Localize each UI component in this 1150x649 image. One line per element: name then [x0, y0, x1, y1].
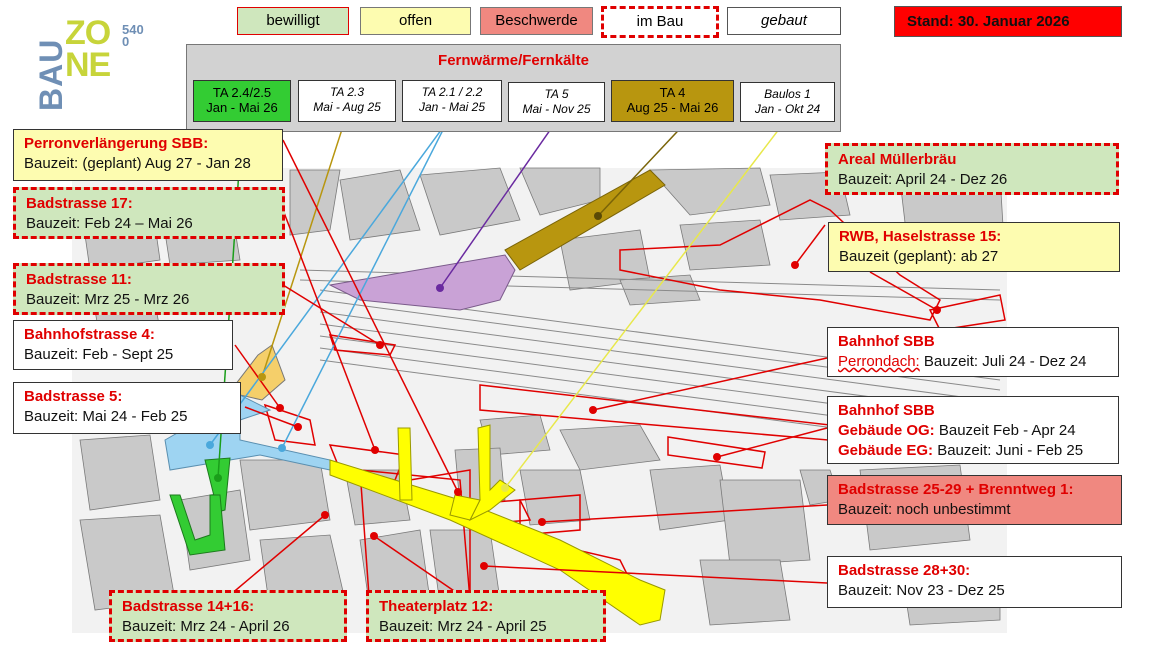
callout-body: Bauzeit: Mai 24 - Feb 25: [24, 408, 188, 425]
legend-approved: bewilligt: [237, 7, 349, 35]
callout-body: Bauzeit (geplant): ab 27: [839, 248, 999, 265]
legend-built: gebaut: [727, 7, 841, 35]
eg-label: Gebäude EG:: [838, 442, 934, 459]
callout-badstrasse-11: Badstrasse 11: Bauzeit: Mrz 25 - Mrz 26: [13, 263, 285, 315]
callout-badstrasse-17: Badstrasse 17: Bauzeit: Feb 24 – Mai 26: [13, 187, 285, 239]
ta-section-name: Baulos 1: [764, 87, 811, 101]
callout-theaterplatz-12: Theaterplatz 12: Bauzeit: Mrz 24 - April…: [366, 590, 606, 642]
ta-section-baulos-1: Baulos 1 Jan - Okt 24: [740, 82, 835, 122]
callout-areal-muellerbraeu: Areal Müllerbräu Bauzeit: April 24 - Dez…: [825, 143, 1119, 195]
ta-section-dates: Jan - Mai 25: [418, 100, 486, 114]
callout-title: Badstrasse 17:: [26, 195, 133, 212]
callout-title: Bahnhof SBB: [838, 402, 935, 419]
district-heating-title: Fernwärme/Fernkälte: [438, 52, 589, 69]
callout-badstrasse-28-30: Badstrasse 28+30: Bauzeit: Nov 23 - Dez …: [827, 556, 1122, 608]
perrondach-dates: Bauzeit: Juli 24 - Dez 24: [923, 353, 1087, 370]
callout-title: Theaterplatz 12:: [379, 598, 494, 615]
callout-body: Bauzeit: Nov 23 - Dez 25: [838, 582, 1005, 599]
ta-section-2-3: TA 2.3 Mai - Aug 25: [298, 80, 396, 122]
ta-section-dates: Mai - Aug 25: [313, 100, 381, 114]
callout-title: Badstrasse 25-29 + Brenntweg 1:: [838, 481, 1074, 498]
street-badstrasse-open: [329, 459, 666, 626]
og-label: Gebäude OG:: [838, 422, 935, 439]
ta-section-5: TA 5 Mai - Nov 25: [508, 82, 605, 122]
callout-badstrasse-14-16: Badstrasse 14+16: Bauzeit: Mrz 24 - Apri…: [109, 590, 347, 642]
street-segment-3: [449, 494, 481, 521]
ta-section-name: TA 2.4/2.5: [212, 85, 272, 100]
callout-body: Bauzeit: Feb - Sept 25: [24, 346, 174, 363]
logo-ne: NE: [65, 46, 111, 84]
callout-title: Badstrasse 11:: [26, 271, 132, 288]
ta-section-dates: Jan - Okt 24: [754, 102, 821, 116]
status-date-badge: Stand: 30. Januar 2026: [894, 6, 1122, 37]
ta-section-dates: Mai - Nov 25: [522, 102, 591, 116]
callout-badstrasse-5: Badstrasse 5: Bauzeit: Mai 24 - Feb 25: [13, 382, 241, 434]
callout-eg-line: Gebäude EG: Bauzeit: Juni - Feb 25: [838, 441, 1108, 461]
callout-body-line: Perrondach: Bauzeit: Juli 24 - Dez 24: [838, 352, 1108, 372]
callout-bahnhof-sbb-perrondach: Bahnhof SBB Perrondach: Bauzeit: Juli 24…: [827, 327, 1119, 377]
callout-title: Badstrasse 14+16:: [122, 598, 255, 615]
callout-title: Perronverlängerung SBB:: [24, 135, 209, 152]
callout-title: Areal Müllerbräu: [838, 151, 957, 168]
street-segment-1: [397, 427, 413, 501]
callout-body: Bauzeit: noch unbestimmt: [838, 501, 1011, 518]
callout-body: Bauzeit: April 24 - Dez 26: [838, 171, 1008, 188]
fernwaerme-ta-5: [328, 254, 516, 311]
fernwaerme-ta-24-25-b: [169, 494, 226, 556]
logo-zo: ZO: [65, 14, 111, 52]
legend-complaint: Beschwerde: [480, 7, 593, 35]
eg-dates: Bauzeit: Juni - Feb 25: [937, 442, 1084, 459]
callout-rwb-haselstrasse: RWB, Haselstrasse 15: Bauzeit (geplant):…: [828, 222, 1120, 272]
og-dates: Bauzeit Feb - Apr 24: [938, 422, 1076, 439]
legend-in-construction: im Bau: [601, 6, 719, 38]
callout-body: Bauzeit: Feb 24 – Mai 26: [26, 215, 193, 232]
callout-body: Bauzeit: (geplant) Aug 27 - Jan 28: [24, 155, 251, 172]
connector-dots: [206, 212, 941, 570]
callout-title: RWB, Haselstrasse 15:: [839, 228, 1002, 245]
callout-badstrasse-25-29: Badstrasse 25-29 + Brenntweg 1: Bauzeit:…: [827, 475, 1122, 525]
fernwaerme-ta-4: [504, 169, 666, 271]
callout-title: Badstrasse 5:: [24, 388, 123, 405]
logo-code: 5400: [122, 22, 144, 49]
callout-bahnhof-sbb-gebaeude: Bahnhof SBB Gebäude OG: Bauzeit Feb - Ap…: [827, 396, 1119, 464]
ta-section-name: TA 2.3: [329, 85, 364, 99]
ta-section-dates: Jan - Mai 26: [206, 100, 278, 115]
callout-title: Bahnhofstrasse 4:: [24, 326, 155, 343]
callout-bahnhofstrasse-4: Bahnhofstrasse 4: Bauzeit: Feb - Sept 25: [13, 320, 233, 370]
perrondach-label: Perrondach:: [838, 353, 920, 370]
callout-body: Bauzeit: Mrz 24 - April 26: [122, 618, 290, 635]
callout-title: Badstrasse 28+30:: [838, 562, 971, 579]
logo-bau: BAU: [33, 38, 69, 111]
ta-section-2-1: TA 2.1 / 2.2 Jan - Mai 25: [402, 80, 502, 122]
ta-section-dates: Aug 25 - Mai 26: [626, 100, 719, 115]
ta-section-name: TA 4: [659, 85, 686, 100]
ta-section-name: TA 5: [544, 87, 569, 101]
callout-perronverlaengerung: Perronverlängerung SBB: Bauzeit: (geplan…: [13, 129, 283, 181]
callout-body: Bauzeit: Mrz 25 - Mrz 26: [26, 291, 190, 308]
callout-og-line: Gebäude OG: Bauzeit Feb - Apr 24: [838, 421, 1108, 441]
ta-section-4: TA 4 Aug 25 - Mai 26: [611, 80, 734, 122]
ta-section-2-4: TA 2.4/2.5 Jan - Mai 26: [193, 80, 291, 122]
callout-body: Bauzeit: Mrz 24 - April 25: [379, 618, 547, 635]
legend-open: offen: [360, 7, 471, 35]
ta-section-name: TA 2.1 / 2.2: [421, 85, 483, 99]
callout-title: Bahnhof SBB: [838, 333, 935, 350]
